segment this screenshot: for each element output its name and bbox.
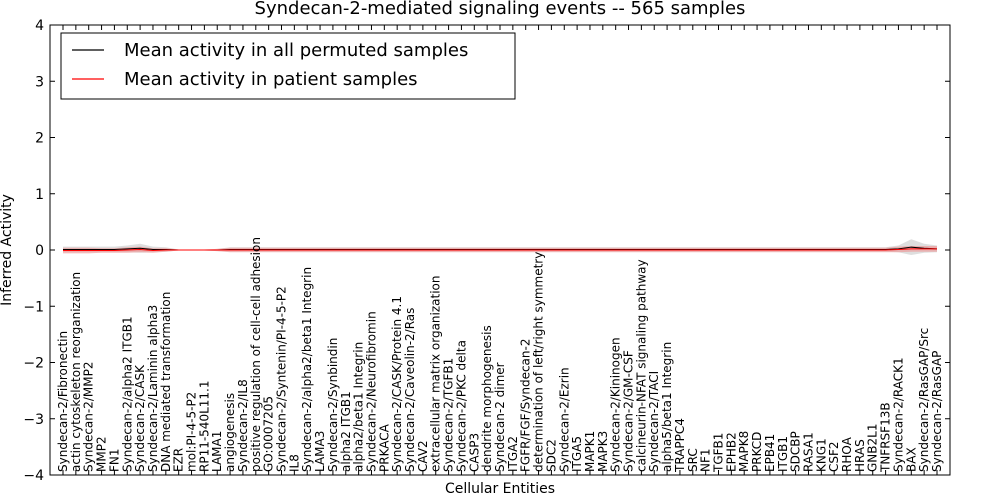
y-tick-label: 4 bbox=[35, 18, 44, 34]
x-category-label: MAPK1 bbox=[583, 431, 597, 472]
x-category-label: CAV2 bbox=[416, 440, 430, 472]
y-axis-label: Inferred Activity bbox=[0, 194, 15, 306]
y-tick-label: −1 bbox=[23, 299, 44, 315]
x-category-label: RHOA bbox=[840, 436, 854, 472]
x-category-label: TGFB1 bbox=[712, 433, 726, 473]
x-category-label: FGFR/FGF/Syndecan-2 bbox=[519, 339, 533, 472]
x-category-label: PRKACA bbox=[377, 423, 391, 472]
x-category-label: CASP3 bbox=[467, 433, 481, 472]
legend: Mean activity in all permuted samplesMea… bbox=[60, 32, 516, 100]
plot-area: −4 −3 −2 −1 0 1 2 3 4Syndecan-2/Fibronectinactin… bbox=[23, 18, 951, 484]
x-category-label: GO:0007205 bbox=[262, 396, 276, 472]
x-category-label: RP11-540L11.1 bbox=[197, 381, 211, 472]
x-category-label: Syndecan-2/Kininogen bbox=[609, 337, 623, 472]
x-category-label: RASA1 bbox=[801, 432, 815, 472]
x-category-label: Syndecan-2/GM-CSF bbox=[622, 350, 636, 472]
x-category-label: alpha2/beta1 Integrin bbox=[352, 342, 366, 472]
y-tick-label: 3 bbox=[35, 74, 44, 90]
x-category-label: SDCBP bbox=[789, 431, 803, 472]
x-category-label: EPHB2 bbox=[724, 432, 738, 472]
x-category-label: MAPK3 bbox=[596, 431, 610, 472]
x-category-label: calcineurin-NFAT signaling pathway bbox=[634, 259, 648, 472]
x-category-label: Syndecan-2/RACK1 bbox=[891, 357, 905, 472]
x-category-label: alpha2 ITGB1 bbox=[339, 391, 353, 472]
x-category-label: MMP2 bbox=[95, 436, 109, 472]
x-category-label: SRC bbox=[686, 448, 700, 472]
x-category-label: Syndecan-2/Neurofibromin bbox=[364, 311, 378, 472]
x-category-label: ITGB1 bbox=[776, 436, 790, 472]
x-category-label: DNA mediated transformation bbox=[159, 292, 173, 472]
x-category-label: Syndecan-2/Syntenin/PI-4-5-P2 bbox=[275, 286, 289, 472]
x-category-label: SDC2 bbox=[544, 439, 558, 472]
legend-label-0: Mean activity in all permuted samples bbox=[124, 40, 468, 61]
legend-box bbox=[60, 32, 516, 100]
x-category-label: MAPK8 bbox=[737, 431, 751, 472]
x-category-label: Syndecan-2/Synbindin bbox=[326, 338, 340, 472]
x-category-label: Syndecan-2/alpha2 ITGB1 bbox=[120, 316, 134, 472]
x-category-label: Syndecan-2/IL8 bbox=[236, 379, 250, 472]
x-category-label: KNG1 bbox=[814, 438, 828, 472]
x-category-label: HRAS bbox=[853, 439, 867, 472]
y-tick-label: −4 bbox=[23, 468, 44, 484]
x-category-label: ITGA5 bbox=[570, 436, 584, 472]
x-category-label: actin cytoskeleton reorganization bbox=[69, 272, 83, 472]
x-category-label: LAMA3 bbox=[313, 431, 327, 472]
x-category-label: ITGA2 bbox=[506, 436, 520, 472]
legend-label-1: Mean activity in patient samples bbox=[124, 69, 418, 90]
x-category-label: BAX bbox=[904, 447, 918, 472]
x-category-label: TRAPPC4 bbox=[673, 418, 687, 473]
chart-title: Syndecan-2-mediated signaling events -- … bbox=[255, 0, 746, 19]
y-tick-label: −2 bbox=[23, 356, 44, 372]
x-category-label: determination of left/right symmetry bbox=[532, 252, 546, 472]
x-category-label: NF1 bbox=[699, 448, 713, 472]
x-category-label: mol:PI-4-5-P2 bbox=[185, 392, 199, 472]
x-category-label: angiogenesis bbox=[223, 393, 237, 472]
x-category-label: Syndecan-2/Laminin alpha3 bbox=[146, 305, 160, 472]
y-tick-label: 1 bbox=[35, 187, 44, 203]
x-category-label: Syndecan-2/alpha2/beta1 Integrin bbox=[300, 267, 314, 472]
x-category-label: EPB41 bbox=[763, 434, 777, 472]
x-category-label: Syndecan-2/TACI bbox=[647, 371, 661, 472]
x-category-label: CSF2 bbox=[827, 441, 841, 472]
x-category-label: PRKCD bbox=[750, 432, 764, 472]
x-category-label: Syndecan-2/CASK/Protein 4.1 bbox=[390, 296, 404, 472]
x-category-label: Syndecan-2/MMP2 bbox=[82, 362, 96, 472]
y-tick-label: 2 bbox=[35, 131, 44, 147]
x-category-label: Syndecan-2/Ezrin bbox=[557, 367, 571, 472]
x-category-label: extracellular matrix organization bbox=[429, 276, 443, 473]
x-category-label: Syndecan-2/Fibronectin bbox=[56, 331, 70, 472]
y-tick-label: −3 bbox=[23, 412, 44, 428]
x-category-label: Syndecan-2/CASK bbox=[133, 364, 147, 472]
x-category-label: EZR bbox=[172, 448, 186, 472]
y-tick-label: 0 bbox=[35, 243, 44, 259]
x-category-label: GNB2L1 bbox=[866, 424, 880, 472]
x-category-label: Syndecan-2/RasGAP/Src bbox=[917, 328, 931, 472]
x-category-label: Syndecan-2/RasGAP bbox=[930, 351, 944, 472]
x-category-label: positive regulation of cell-cell adhesio… bbox=[249, 237, 263, 472]
x-category-label: Syndecan-2/TGFB1 bbox=[442, 358, 456, 472]
x-category-label: Syndecan-2 dimer bbox=[493, 362, 507, 472]
x-category-label: IL8 bbox=[287, 454, 301, 472]
x-axis-label: Cellular Entities bbox=[445, 481, 555, 497]
x-category-label: TNFRSF13B bbox=[879, 402, 893, 473]
x-category-label: dendrite morphogenesis bbox=[480, 325, 494, 472]
series-0-band bbox=[63, 239, 937, 256]
x-category-label: FN1 bbox=[107, 448, 121, 472]
x-category-label: Syndecan-2/Caveolin-2/Ras bbox=[403, 308, 417, 472]
series-1-line bbox=[63, 248, 937, 252]
x-category-label: alpha5/beta1 Integrin bbox=[660, 342, 674, 472]
x-category-label: Syndecan-2/PKC delta bbox=[454, 340, 468, 472]
x-category-label: LAMA1 bbox=[210, 431, 224, 472]
